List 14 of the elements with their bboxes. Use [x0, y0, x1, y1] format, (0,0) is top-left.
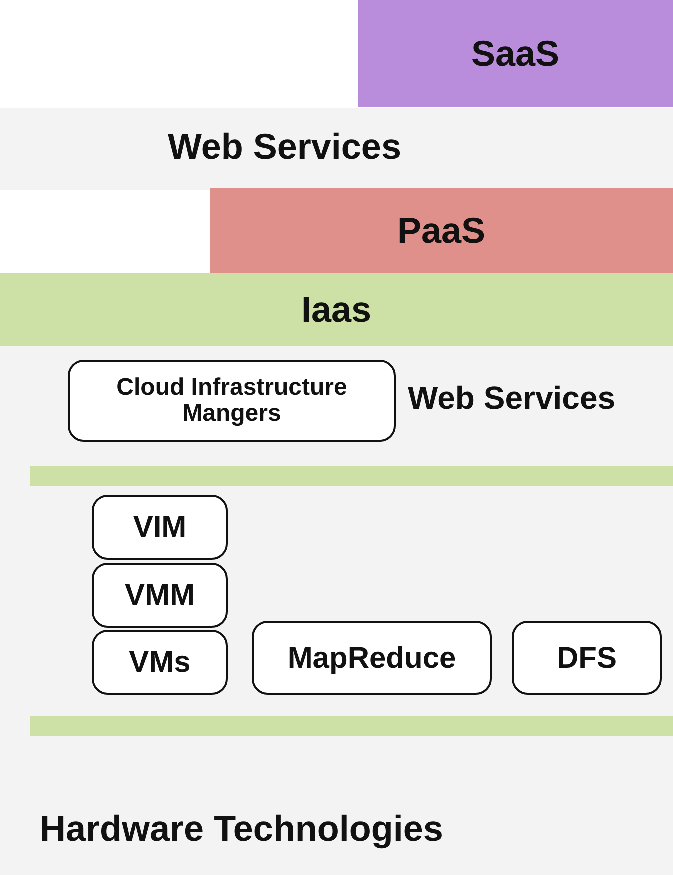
component-box: MapReduce	[252, 621, 492, 695]
layer-label: Web Services	[408, 380, 616, 417]
layer-label: Hardware Technologies	[40, 808, 444, 850]
layer-band: PaaS	[210, 188, 673, 273]
layer-label: Web Services	[168, 126, 402, 168]
layer-band: Iaas	[0, 273, 673, 346]
component-box: Cloud Infrastructure Mangers	[68, 360, 396, 442]
component-box: VIM	[92, 495, 228, 560]
component-box: VMs	[92, 630, 228, 695]
component-box: VMM	[92, 563, 228, 628]
divider-bar	[30, 716, 673, 736]
layer-band: SaaS	[358, 0, 673, 107]
component-box: DFS	[512, 621, 662, 695]
divider-bar	[30, 466, 673, 486]
